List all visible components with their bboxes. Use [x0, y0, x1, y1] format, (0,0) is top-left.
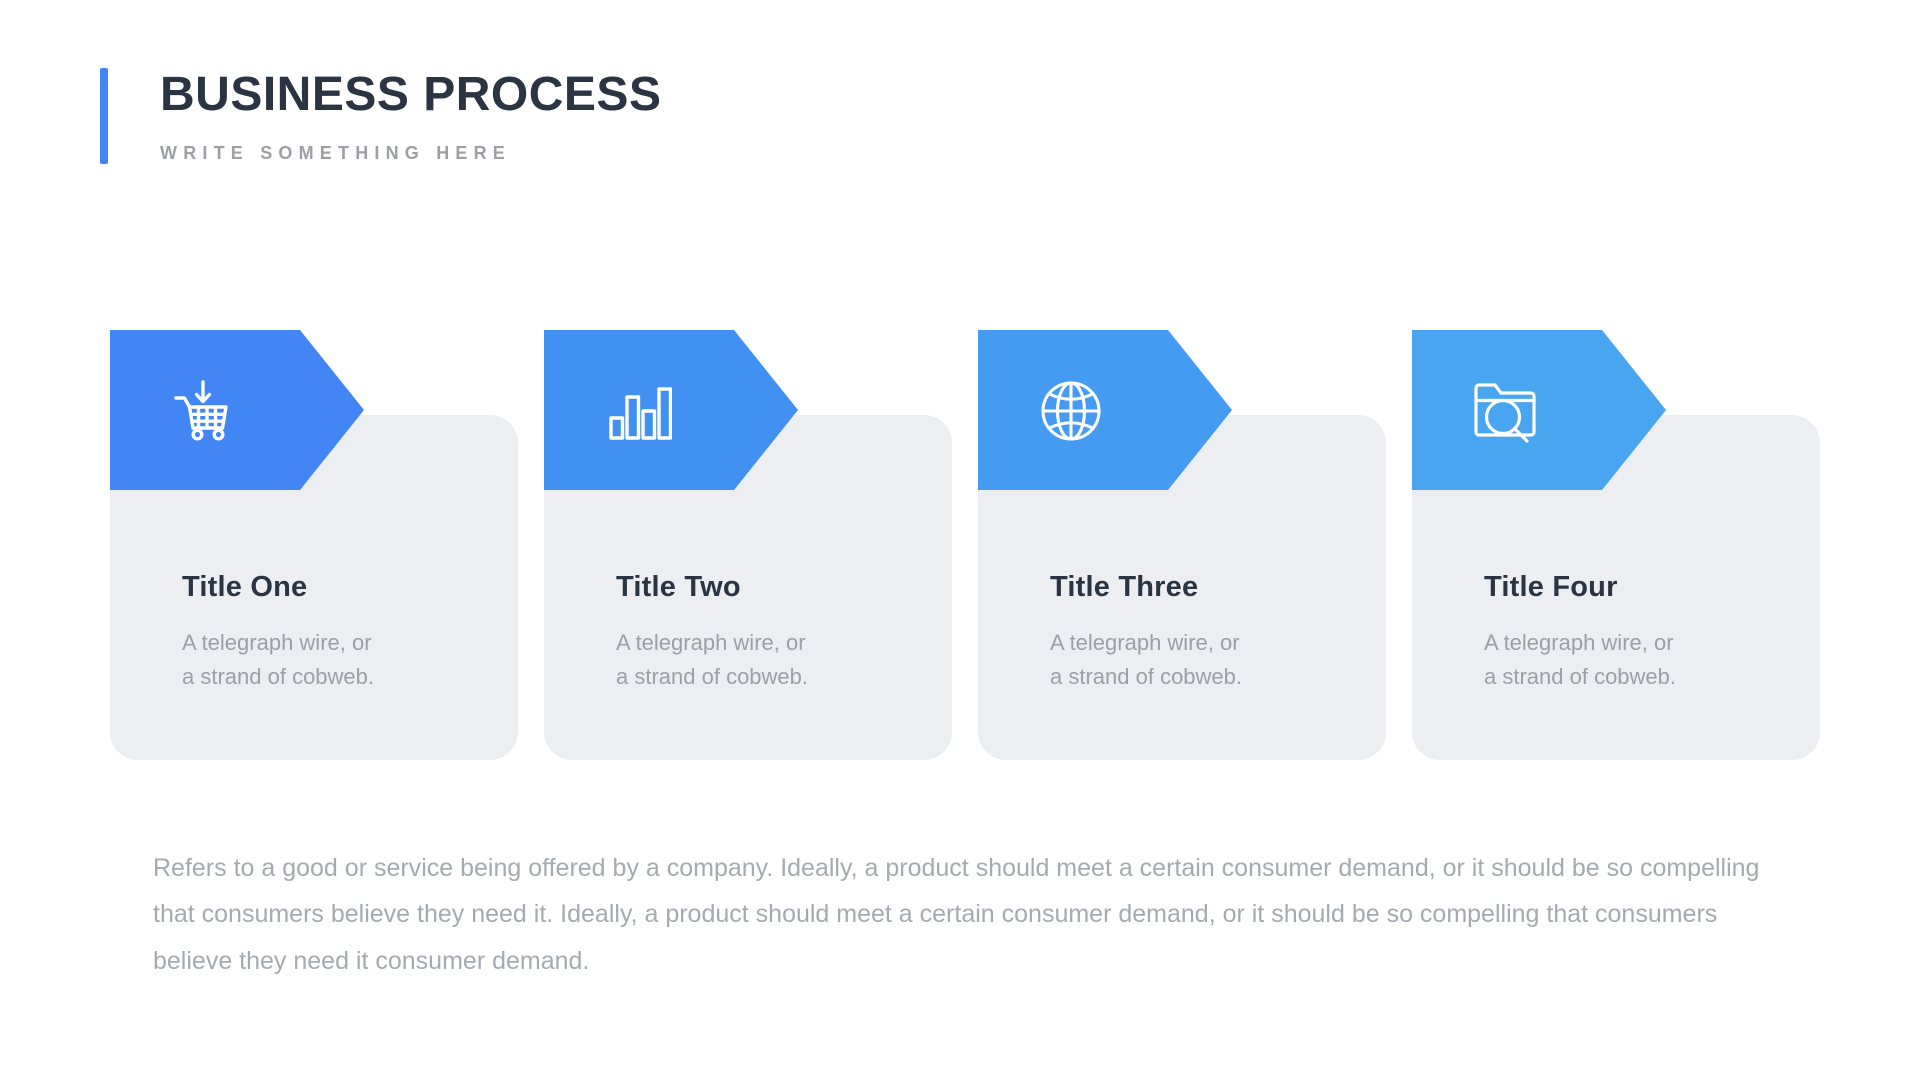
card-title-1: Title One: [182, 571, 308, 603]
card-text-2: Title Two A telegraph wire, or a strand …: [616, 571, 926, 694]
card-text-1: Title One A telegraph wire, or a strand …: [182, 571, 492, 694]
page-title: BUSINESS PROCESS: [160, 68, 662, 121]
card-title-4: Title Four: [1484, 571, 1618, 603]
process-card-1[interactable]: Title One A telegraph wire, or a strand …: [110, 330, 518, 760]
footer-description: Refers to a good or service being offere…: [153, 854, 1760, 975]
card-description-3: A telegraph wire, or a strand of cobweb.: [1050, 629, 1243, 689]
header-accent-bar: [100, 68, 108, 165]
process-card-2[interactable]: Title Two A telegraph wire, or a strand …: [544, 330, 952, 760]
folder-search-icon: [1470, 376, 1540, 446]
slide-header: BUSINESS PROCESS WRITE SOMETHING HERE: [100, 68, 661, 165]
card-description-2: A telegraph wire, or a strand of cobweb.: [616, 629, 809, 689]
page-subtitle: WRITE SOMETHING HERE: [160, 143, 512, 164]
bar-chart-icon: [602, 376, 672, 446]
card-description-1: A telegraph wire, or a strand of cobweb.: [182, 629, 375, 689]
header-text-group: BUSINESS PROCESS WRITE SOMETHING HERE: [160, 68, 661, 164]
card-description-4: A telegraph wire, or a strand of cobweb.: [1484, 629, 1677, 689]
card-title-3: Title Three: [1050, 571, 1199, 603]
process-cards-row: Title One A telegraph wire, or a strand …: [110, 330, 1820, 760]
globe-icon: [1036, 376, 1106, 446]
process-card-3[interactable]: Title Three A telegraph wire, or a stran…: [978, 330, 1386, 760]
process-card-4[interactable]: Title Four A telegraph wire, or a strand…: [1412, 330, 1820, 760]
card-text-4: Title Four A telegraph wire, or a strand…: [1484, 571, 1794, 694]
card-title-2: Title Two: [616, 571, 741, 603]
card-text-3: Title Three A telegraph wire, or a stran…: [1050, 571, 1360, 694]
shopping-cart-download-icon: [168, 376, 238, 446]
